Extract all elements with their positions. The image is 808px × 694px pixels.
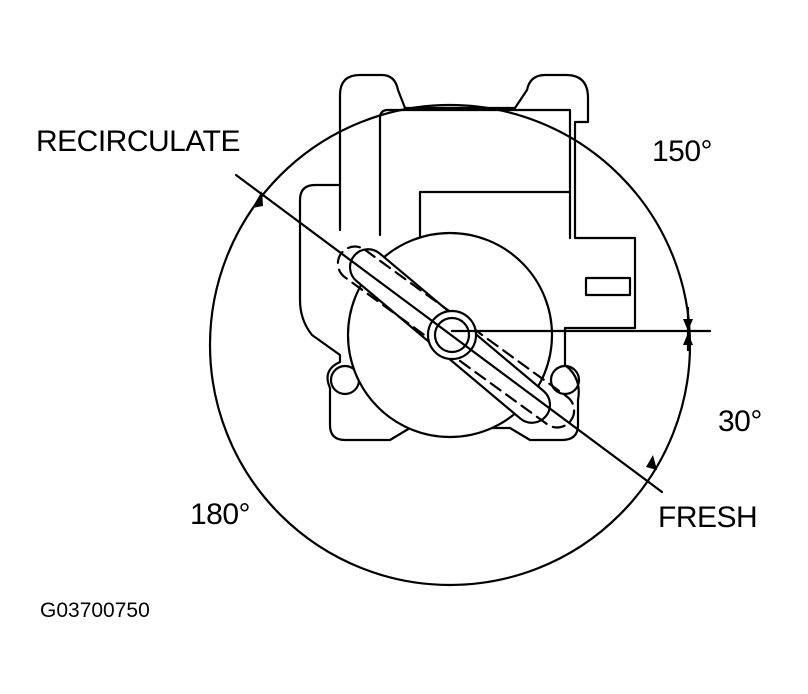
housing-inner-step: [418, 190, 572, 250]
label-angle-180: 180°: [190, 498, 251, 531]
housing-inner-box: [378, 108, 572, 240]
label-angle-150: 150°: [652, 135, 713, 168]
label-recirculate: RECIRCULATE: [36, 125, 240, 158]
label-fresh: FRESH: [658, 501, 758, 534]
reference-line-diagonal: [234, 173, 664, 494]
actuator-housing: [298, 73, 637, 442]
arrowhead-30-down: [683, 333, 693, 345]
arrowhead-fresh: [646, 455, 657, 470]
mount-boss-right: [549, 364, 581, 396]
shaft-hub-inner: [433, 316, 471, 354]
figure-code: G03700750: [40, 599, 150, 622]
label-angle-30: 30°: [718, 405, 762, 438]
arrowhead-30-up: [683, 319, 693, 331]
arrowhead-recirculate: [252, 191, 263, 208]
slot-right: [584, 276, 632, 297]
